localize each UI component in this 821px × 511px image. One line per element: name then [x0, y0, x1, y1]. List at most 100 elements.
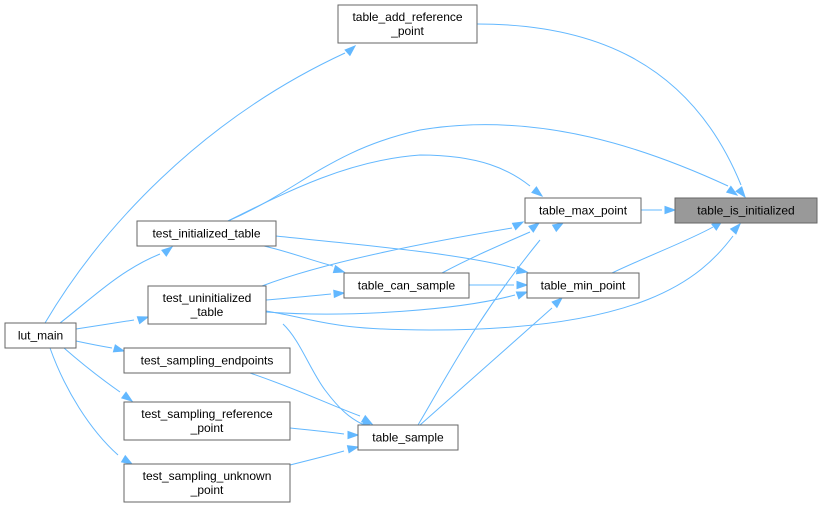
edge-test_sampling_unknown_point-to-table_sample	[289, 445, 360, 466]
edge-lut_main-to-table_add_reference_point	[44, 45, 357, 324]
node-label: test_uninitialized	[163, 291, 252, 305]
edge-line	[227, 154, 531, 222]
edge-test_initialized_table-to-table_is_initialized	[227, 124, 739, 222]
edge-arrowhead	[112, 344, 126, 353]
node-label: _point	[390, 24, 424, 38]
node-box[interactable]	[337, 4, 478, 44]
edge-table_add_reference_point-to-table_is_initialized	[476, 23, 746, 199]
edge-arrowhead	[344, 45, 357, 57]
edge-test_sampling_reference_point-to-table_sample	[289, 427, 360, 440]
node-test-sampling-reference-point[interactable]: test_sampling_reference_point	[123, 401, 291, 441]
node-label: test_sampling_reference	[141, 407, 273, 421]
node-table-min-point[interactable]: table_min_point	[526, 272, 640, 299]
node-box[interactable]	[136, 220, 277, 247]
node-table-add-reference-point[interactable]: table_add_reference_point	[337, 4, 478, 44]
node-label: _point	[190, 483, 224, 497]
edge-arrowhead	[346, 445, 360, 454]
edge-arrowhead	[551, 222, 565, 233]
edge-arrowhead	[735, 186, 746, 199]
node-lut-main[interactable]: lut_main	[4, 322, 77, 349]
edge-line	[49, 347, 119, 456]
node-label: test_sampling_endpoints	[141, 354, 274, 368]
node-test-uninitialized-table[interactable]: test_uninitialized_table	[147, 285, 267, 325]
edge-line	[75, 340, 113, 349]
edge-line	[44, 52, 346, 324]
edge-lut_main-to-test_sampling_endpoints	[75, 340, 126, 353]
edge-line	[419, 307, 553, 426]
edge-arrowhead	[333, 289, 346, 299]
edge-test_uninitialized_table-to-table_is_initialized	[265, 222, 741, 331]
edge-lut_main-to-test_sampling_unknown_point	[49, 347, 134, 465]
edge-line	[75, 319, 135, 330]
edge-table_can_sample-to-table_max_point	[441, 222, 541, 274]
node-label: test_sampling_unknown	[143, 469, 272, 483]
edge-arrowhead	[332, 264, 346, 274]
edge-table_max_point-to-table_is_initialized	[641, 205, 677, 215]
edge-line	[265, 293, 332, 301]
edge-line	[441, 231, 531, 274]
edge-line	[265, 294, 516, 315]
node-box[interactable]	[526, 272, 640, 299]
edge-test_sampling_endpoints-to-table_sample	[249, 372, 374, 425]
edges-layer	[44, 23, 746, 466]
edge-test_initialized_table-to-table_min_point	[275, 235, 529, 275]
edge-test_initialized_table-to-table_max_point	[227, 154, 544, 222]
node-table-can-sample[interactable]: table_can_sample	[343, 272, 470, 299]
edge-line	[282, 323, 363, 425]
node-label: _table	[190, 305, 224, 319]
edge-arrowhead	[511, 221, 525, 231]
edge-arrowhead	[347, 430, 360, 440]
edge-line	[476, 23, 742, 186]
edge-line	[263, 245, 334, 267]
node-test-initialized-table[interactable]: test_initialized_table	[136, 220, 277, 247]
node-label: table_can_sample	[358, 279, 456, 293]
node-box[interactable]	[4, 322, 77, 349]
node-box[interactable]	[123, 463, 291, 503]
node-box[interactable]	[524, 197, 642, 224]
node-test-sampling-endpoints[interactable]: test_sampling_endpoints	[123, 347, 291, 374]
node-label: table_is_initialized	[697, 204, 794, 218]
edge-arrowhead	[120, 454, 134, 465]
edge-line	[261, 227, 513, 287]
edge-lut_main-to-test_initialized_table	[59, 246, 174, 324]
node-box[interactable]	[147, 285, 267, 325]
edge-test_initialized_table-to-table_can_sample	[263, 245, 346, 274]
node-label: table_min_point	[541, 279, 626, 293]
node-box[interactable]	[123, 401, 291, 441]
edge-line	[611, 226, 714, 274]
edge-arrowhead	[528, 222, 541, 233]
node-box[interactable]	[343, 272, 470, 299]
node-label: table_add_reference	[352, 10, 462, 24]
edge-line	[59, 253, 161, 324]
node-label: lut_main	[18, 329, 63, 343]
node-table-is-initialized[interactable]: table_is_initialized	[674, 197, 818, 224]
edge-line	[289, 450, 345, 466]
edge-test_uninitialized_table-to-table_min_point	[265, 291, 529, 315]
edge-arrowhead	[664, 205, 677, 215]
edge-line	[227, 124, 729, 222]
edge-table_can_sample-to-table_min_point	[469, 280, 529, 290]
node-box[interactable]	[123, 347, 291, 374]
node-table-sample[interactable]: table_sample	[357, 424, 459, 451]
node-box[interactable]	[357, 424, 459, 451]
edge-arrowhead	[515, 265, 529, 275]
edge-line	[265, 235, 734, 331]
edge-arrowhead	[516, 280, 529, 290]
edge-test_uninitialized_table-to-table_sample	[282, 323, 374, 429]
edge-arrowhead	[515, 291, 529, 300]
node-box[interactable]	[674, 197, 818, 224]
edge-arrowhead	[729, 222, 741, 235]
node-label: test_initialized_table	[152, 227, 260, 241]
node-label: table_sample	[372, 431, 444, 445]
edge-arrowhead	[531, 186, 544, 197]
node-test-sampling-unknown-point[interactable]: test_sampling_unknown_point	[123, 463, 291, 503]
edge-lut_main-to-test_uninitialized_table	[75, 316, 150, 330]
edge-line	[289, 427, 345, 435]
nodes-layer: table_is_initializedtable_add_reference_…	[4, 4, 818, 503]
node-label: table_max_point	[539, 204, 628, 218]
node-table-max-point[interactable]: table_max_point	[524, 197, 642, 224]
edge-arrowhead	[161, 246, 174, 257]
edge-test_uninitialized_table-to-table_max_point	[261, 221, 525, 287]
node-label: _point	[190, 421, 224, 435]
